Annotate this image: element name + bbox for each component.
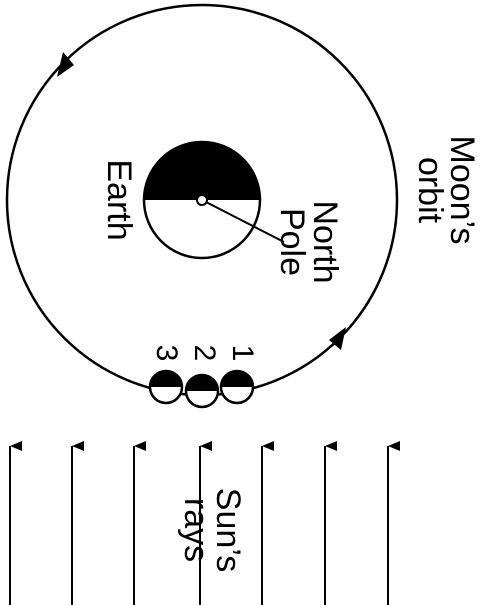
sun-rays-label-line1: Sun’s	[209, 488, 247, 572]
north-pole-label-line1: North	[306, 200, 344, 283]
moon-position-3-label: 3	[150, 345, 183, 362]
moon-1	[219, 369, 255, 405]
moon-orbit-label-line2: orbit	[411, 157, 449, 224]
north-pole-dot	[196, 194, 208, 206]
north-pole-pointer	[205, 201, 285, 243]
moon-position-2-label: 2	[188, 345, 221, 362]
orbit-arrow-top	[57, 52, 74, 77]
orbit-arrow-right	[329, 327, 346, 350]
moon-3	[148, 369, 184, 405]
earth-label: Earth	[100, 159, 138, 240]
earth	[142, 140, 262, 260]
moon-orbit-label-line1: Moon’s	[443, 136, 481, 245]
moon-position-1-label: 1	[226, 345, 259, 362]
north-pole-label-line2: Pole	[273, 208, 311, 276]
sun-rays-label-line2: rays	[177, 498, 215, 562]
moon-2	[184, 373, 220, 409]
sun-rays	[9, 441, 400, 605]
